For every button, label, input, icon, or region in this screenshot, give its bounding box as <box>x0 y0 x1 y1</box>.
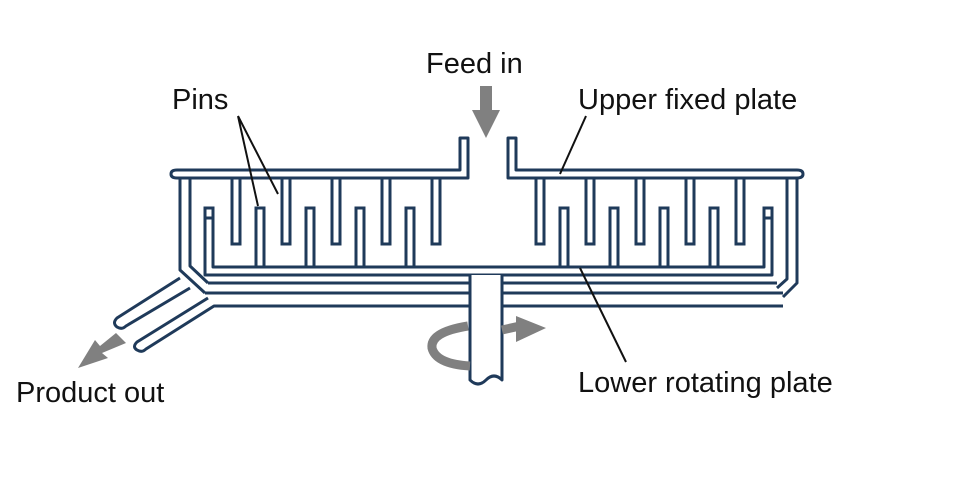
lower-pin <box>608 206 620 269</box>
upper-pin <box>330 176 342 246</box>
upper-pin <box>230 176 242 246</box>
lower-pin <box>404 206 416 269</box>
outlet-chute <box>113 276 783 353</box>
feed-in-label: Feed in <box>426 48 523 80</box>
lower-plate-leader-line <box>579 267 627 363</box>
upper-pin <box>430 176 442 246</box>
upper-pin <box>534 176 546 246</box>
upper-plate-leader-line <box>559 115 587 175</box>
lower-pin <box>203 206 215 220</box>
rotation-arrow-icon <box>427 316 546 371</box>
lower-pin <box>762 206 774 220</box>
drive-shaft <box>468 275 504 386</box>
lower-pin <box>304 206 316 269</box>
housing-right-wall <box>775 178 799 299</box>
upper-fixed-plate-right <box>506 136 805 180</box>
upper-fixed-plate-label: Upper fixed plate <box>578 84 798 116</box>
upper-pin <box>584 176 596 246</box>
upper-pin <box>280 176 292 246</box>
lower-pin <box>354 206 366 269</box>
upper-pin <box>684 176 696 246</box>
arrow-down-left-icon <box>78 333 126 368</box>
pins-leader-lines <box>237 115 279 207</box>
upper-fixed-plate-left <box>169 136 470 180</box>
upper-pin <box>734 176 746 246</box>
housing-bottom <box>205 281 783 295</box>
product-out-label: Product out <box>16 377 165 409</box>
lower-pin <box>658 206 670 269</box>
pins-label: Pins <box>172 84 229 116</box>
lower-pin <box>708 206 720 269</box>
housing-left-wall <box>178 178 210 295</box>
upper-pins <box>230 176 746 246</box>
upper-pin <box>634 176 646 246</box>
lower-pins <box>203 206 774 269</box>
lower-rotating-plate-label: Lower rotating plate <box>578 367 833 399</box>
lower-rotating-plate-inner <box>211 210 766 269</box>
lower-pin <box>558 206 570 269</box>
lower-pin <box>254 206 266 269</box>
upper-pin <box>380 176 392 246</box>
arrow-down-icon <box>472 86 500 138</box>
